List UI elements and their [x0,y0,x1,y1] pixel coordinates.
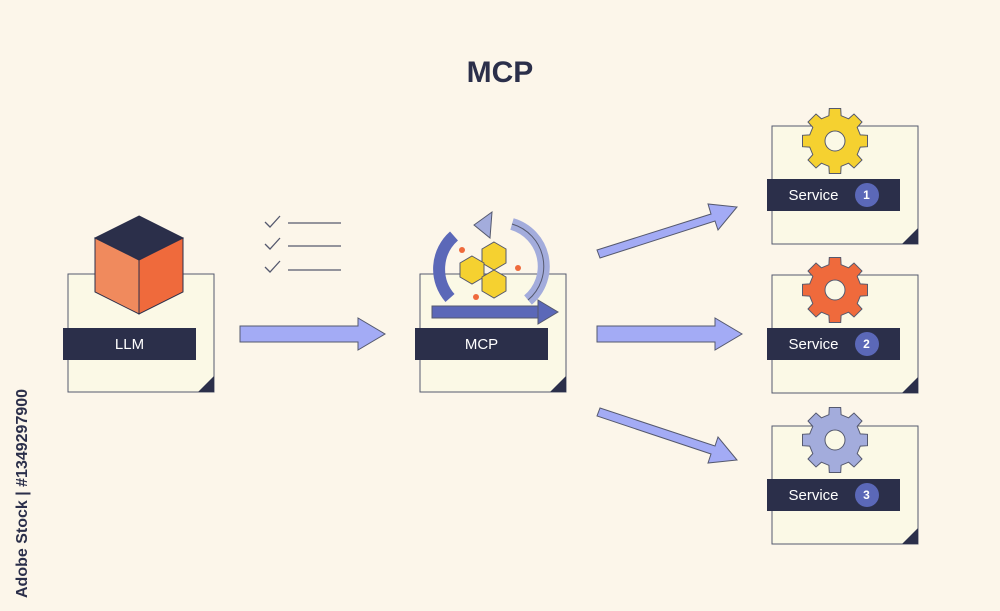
arrow-llm-to-mcp [239,317,386,351]
service-2-label-text: Service [788,335,839,353]
arrow-mcp-to-service-2 [596,317,743,351]
gear-hole [824,279,846,301]
service-3-label: Service 3 [767,479,900,511]
mcp-label: MCP [415,328,548,360]
service-1-label: Service 1 [767,179,900,211]
gear-icon [802,108,868,174]
service-1-label-text: Service [788,186,839,204]
service-3-number-badge: 3 [854,483,879,507]
diagram-title: MCP [466,56,534,89]
service-2-label: Service 2 [767,328,900,360]
arrow-mcp-to-service-3 [596,407,738,464]
mcp-label-text: MCP [464,335,499,353]
gear-hole [824,130,846,152]
hexagon-cycle-icon [431,210,559,325]
arrow-mcp-to-service-1 [596,203,738,259]
service-2-number-badge: 2 [854,332,879,356]
checklist-icon [264,215,341,273]
gear-icon [802,257,868,323]
cube-icon [93,215,185,315]
stock-id-watermark: Adobe Stock | #1349297900 [14,388,31,598]
service-1-number-badge: 1 [854,183,879,207]
llm-label-text: LLM [114,335,145,353]
gear-hole [824,429,846,451]
service-3-label-text: Service [788,486,839,504]
gear-icon [802,407,868,473]
llm-label: LLM [63,328,196,360]
